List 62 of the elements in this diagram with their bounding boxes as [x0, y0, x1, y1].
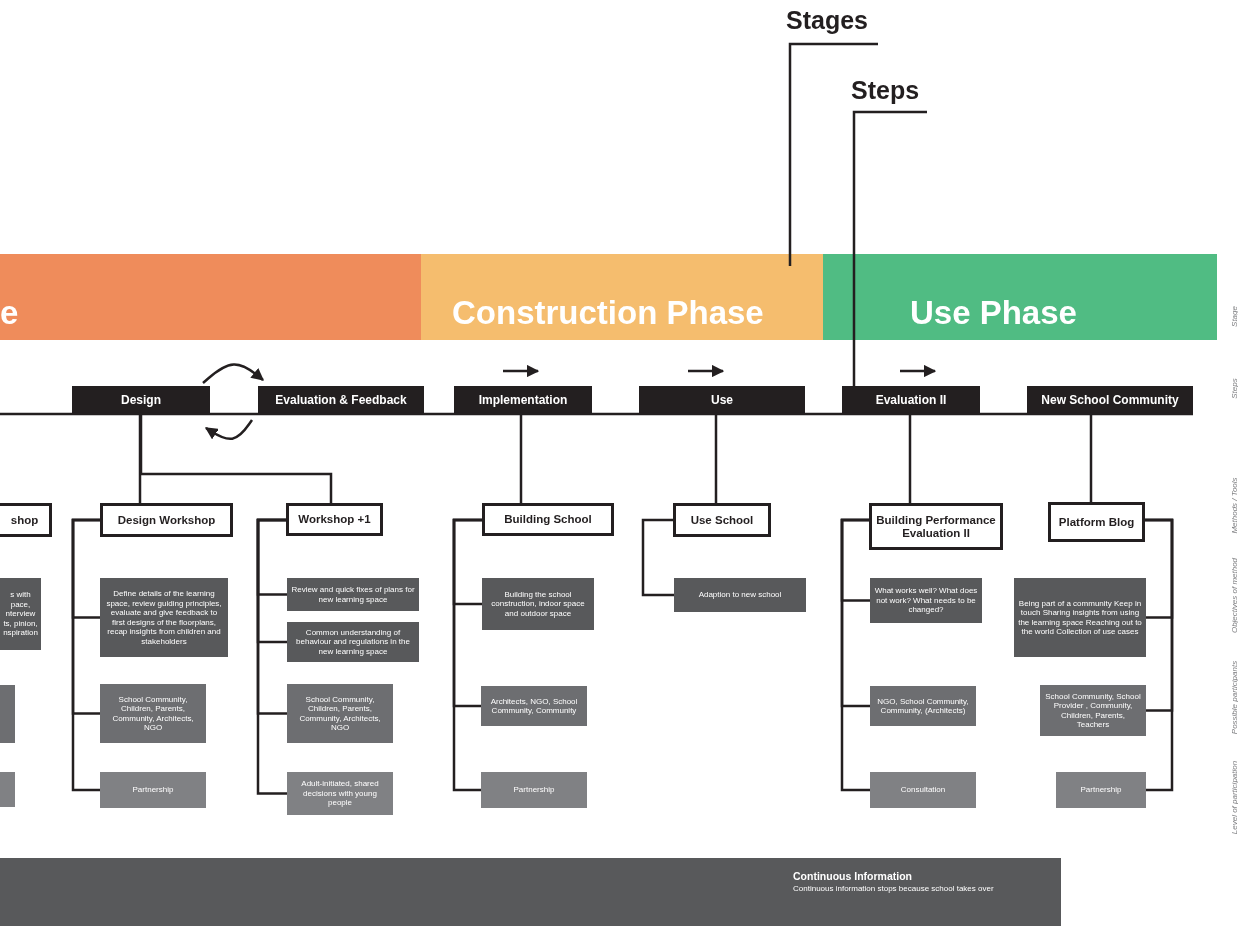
objective-box: Building the school construction, indoor space and outdoor space	[482, 578, 594, 630]
leader-line	[788, 42, 878, 266]
method-box: Design Workshop	[100, 503, 233, 537]
participation-level-box	[0, 772, 15, 807]
phase-band: Construction Phase	[421, 254, 823, 340]
connector-line	[519, 414, 523, 503]
participation-level-box: Partnership	[1056, 772, 1146, 808]
phase-band: Use Phase	[823, 254, 1217, 340]
row-label: Objectives of method	[1229, 557, 1238, 633]
step-box: Evaluation II	[842, 386, 980, 414]
objective-box: Being part of a community Keep in touch Sharing insights from using the learning space Reaching out to the world Collection of use cases	[1014, 578, 1146, 657]
connector-line	[71, 518, 100, 792]
connector-line	[641, 518, 674, 597]
connector-line	[139, 414, 333, 503]
step-box: Implementation	[454, 386, 592, 414]
participation-level-box: Partnership	[100, 772, 206, 808]
connector-line	[256, 518, 287, 795]
participation-level-box: Partnership	[481, 772, 587, 808]
connector-line	[452, 518, 482, 792]
connector-line	[908, 414, 912, 503]
heading-text: Steps	[851, 76, 931, 112]
participants-box: School Community, Children, Parents, Community, Architects, NGO	[100, 684, 206, 743]
connector-line	[138, 414, 142, 503]
connector-line	[1089, 414, 1093, 502]
row-label: Possible participants	[1229, 660, 1238, 734]
step-box: Evaluation & Feedback	[258, 386, 424, 414]
row-label: Level of participation	[1229, 760, 1238, 834]
bar-heading: Continuous Information	[793, 870, 912, 882]
participation-level-box: Consultation	[870, 772, 976, 808]
heading-text: Stages	[786, 6, 882, 44]
participants-box: School Community, School Provider , Community, Children, Parents, Teachers	[1040, 685, 1146, 736]
step-box: Design	[72, 386, 210, 414]
bar-note: Continuous information stops because school takes over	[793, 884, 994, 893]
objective-box: Define details of the learning space, review guiding principles, evaluate and give feedback to first designs of the floorplans, recap insights from children and stakeholders	[100, 578, 228, 657]
method-box: Workshop +1	[286, 503, 383, 536]
method-box: Building School	[482, 503, 614, 536]
objective-box: Common understanding of behaviour and regulations in the new learning space	[287, 622, 419, 662]
objective-box: What works well? What does not work? What needs to be changed?	[870, 578, 982, 623]
objective-box: Adaption to new school	[674, 578, 806, 612]
participants-box	[0, 685, 15, 743]
cycle-arrow	[204, 419, 254, 441]
connector-line	[840, 518, 870, 792]
step-box: New School Community	[1027, 386, 1193, 414]
phase-band: e	[0, 254, 421, 340]
cycle-arrow	[202, 363, 264, 384]
row-label: Methods / Tools	[1229, 476, 1238, 534]
participants-box: School Community, Children, Parents, Community, Architects, NGO	[287, 684, 393, 743]
connector-line	[1145, 518, 1174, 792]
connector-line	[714, 414, 718, 503]
method-box: Building Performance Evaluation II	[869, 503, 1003, 550]
row-label: Stage	[1229, 305, 1238, 327]
objective-box: s with pace, nterview ts, pinion, nspiration	[0, 578, 41, 650]
participants-box: NGO, School Community, Community, (Architects)	[870, 686, 976, 726]
row-label: Steps	[1229, 377, 1238, 399]
method-box: shop	[0, 503, 52, 537]
participation-level-box: Adult-initiated, shared decisions with young people	[287, 772, 393, 815]
participants-box: Architects, NGO, School Community, Community	[481, 686, 587, 726]
method-box: Platform Blog	[1048, 502, 1145, 542]
objective-box: Review and quick fixes of plans for new learning space	[287, 578, 419, 611]
method-box: Use School	[673, 503, 771, 537]
step-box: Use	[639, 386, 805, 414]
leader-line	[852, 110, 927, 386]
